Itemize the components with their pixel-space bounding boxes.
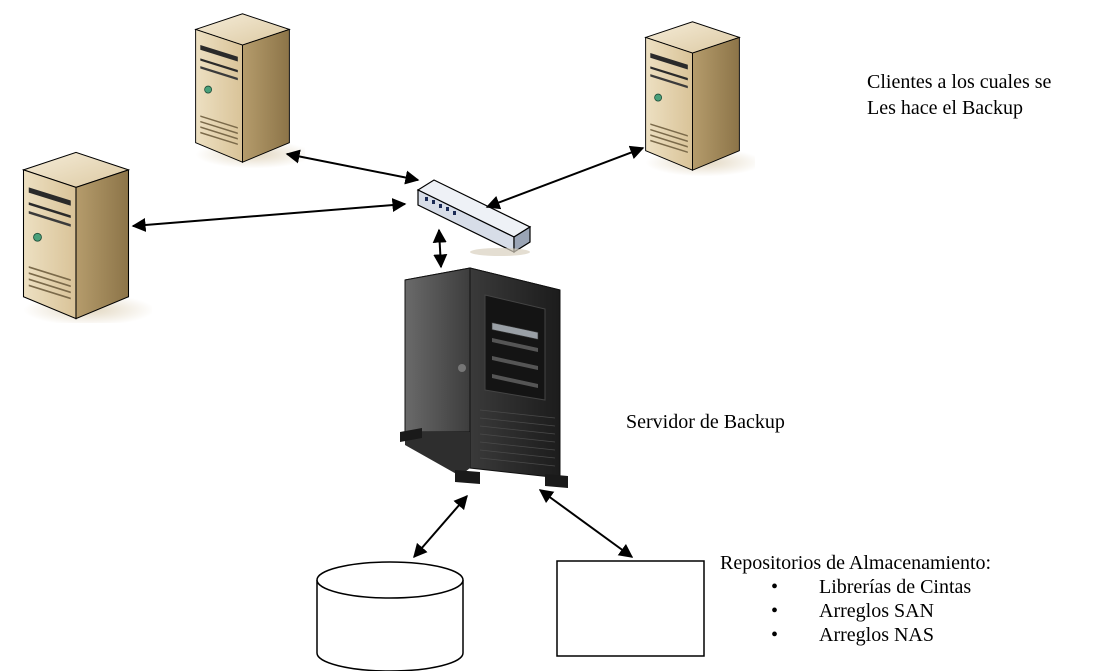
server-label: Servidor de Backup — [626, 411, 785, 433]
list-item: • Librerías de Cintas — [769, 575, 991, 599]
list-item: • Arreglos NAS — [769, 623, 991, 647]
clients-label-line-2: Les hace el Backup — [867, 97, 1024, 119]
connection-arrow — [285, 149, 420, 185]
connection-arrow — [485, 145, 645, 210]
disk-storage-icon — [316, 561, 464, 671]
clients-label-line-1: Clientes a los cuales se — [867, 71, 1052, 93]
bullet-icon: • — [771, 600, 779, 622]
client-computer-left — [22, 151, 152, 323]
repository-item-label: Librerías de Cintas — [819, 576, 972, 598]
connection-arrow — [131, 198, 407, 232]
repositories-block: Repositorios de Almacenamiento: • Librerí… — [720, 551, 991, 647]
bullet-icon: • — [771, 624, 779, 646]
client-computer-top-left — [195, 13, 305, 169]
bullet-icon: • — [771, 576, 779, 598]
clients-label: Clientes a los cuales se Les hace el Bac… — [867, 69, 1051, 121]
backup-server-icon — [400, 267, 568, 488]
connection-arrow — [413, 494, 468, 559]
repository-item-label: Arreglos SAN — [819, 600, 934, 622]
repositories-title: Repositorios de Almacenamiento: — [720, 552, 992, 574]
client-computer-top-right — [645, 21, 755, 177]
repository-item-label: Arreglos NAS — [819, 624, 934, 646]
list-item: • Arreglos SAN — [769, 599, 991, 623]
network-switch-icon — [416, 179, 532, 256]
repositories-list: • Librerías de Cintas • Arreglos SAN • Arre… — [720, 575, 991, 647]
connection-arrow — [432, 228, 448, 269]
storage-box-icon — [556, 560, 705, 657]
connection-arrow — [538, 489, 634, 558]
